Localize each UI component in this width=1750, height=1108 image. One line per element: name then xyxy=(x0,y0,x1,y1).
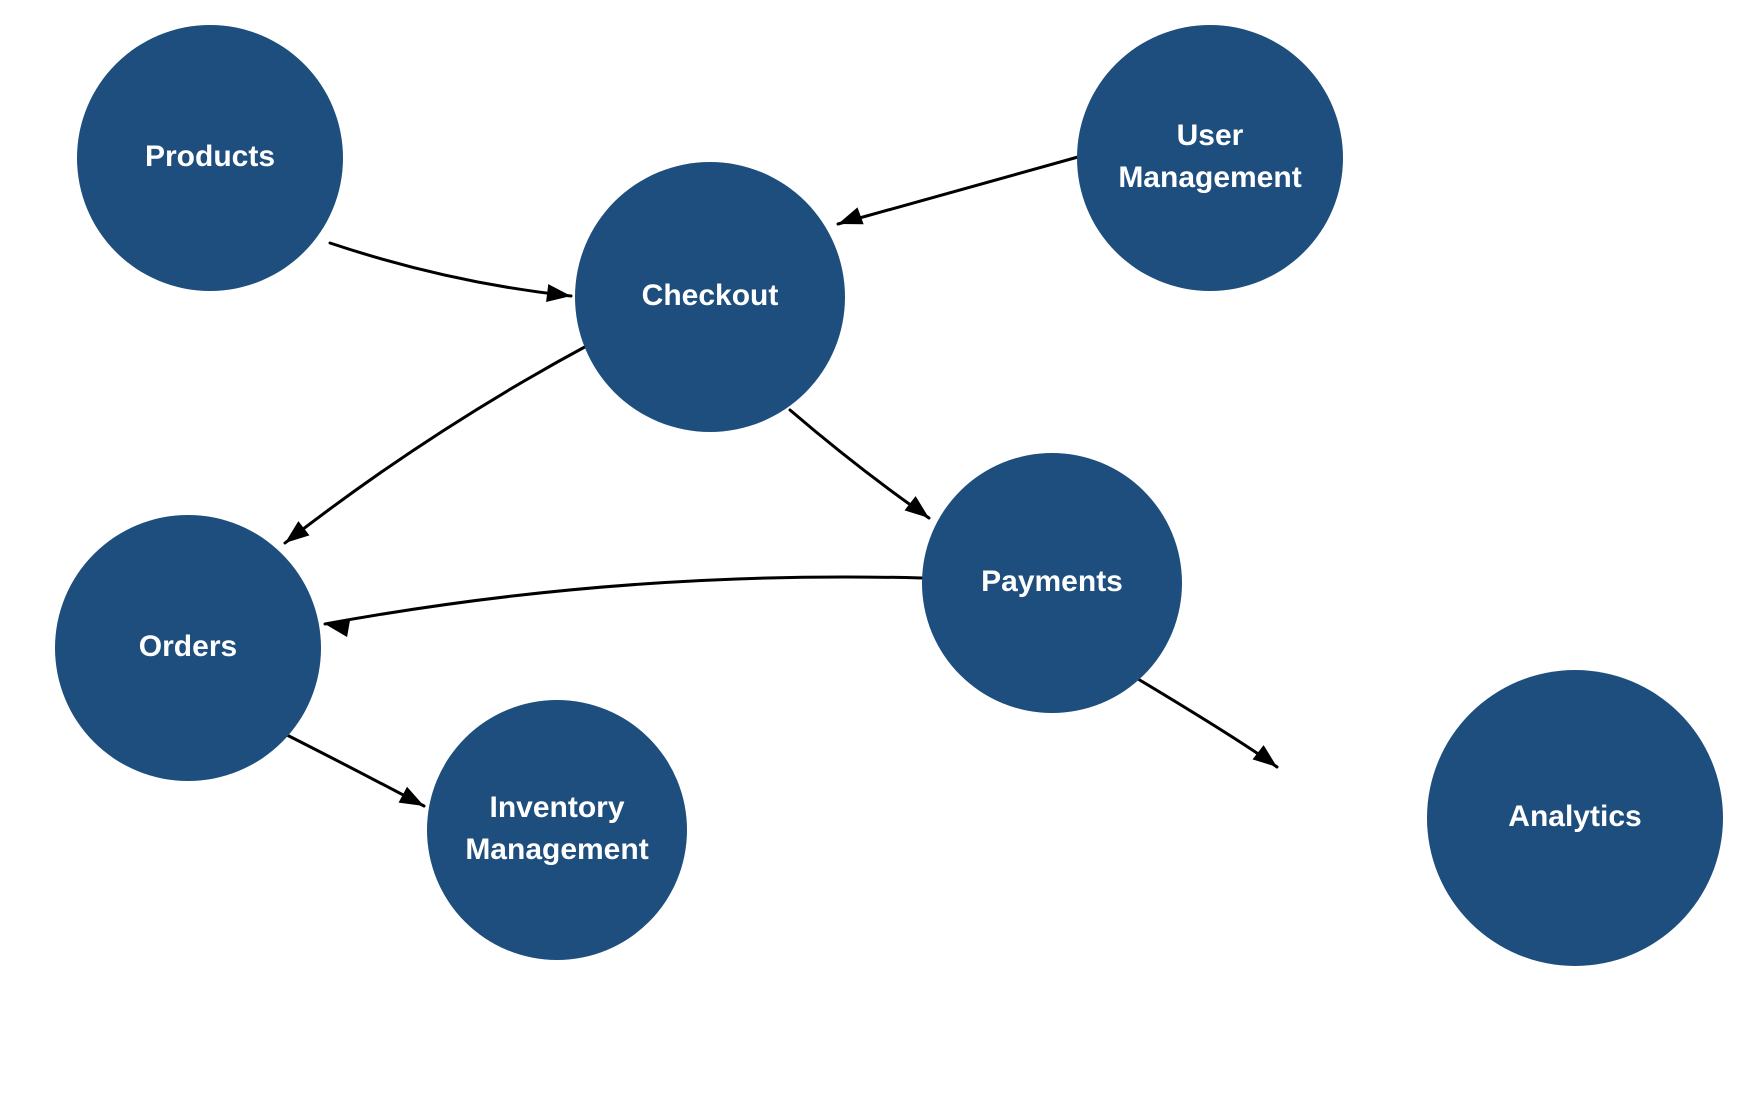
node-payments[interactable]: Payments xyxy=(922,453,1182,713)
node-circle-inventory[interactable] xyxy=(427,700,687,960)
arrow-orders-in-checkout xyxy=(285,521,310,543)
node-circle-products[interactable] xyxy=(77,25,343,291)
arrow-payments-in-checkout xyxy=(904,496,929,518)
node-circle-orders[interactable] xyxy=(55,515,321,781)
arrow-analytics-in-payments xyxy=(1252,745,1277,767)
node-circle-payments[interactable] xyxy=(922,453,1182,713)
node-circle-analytics[interactable] xyxy=(1427,670,1723,966)
edge-payments-to-analytics xyxy=(1131,674,1279,769)
edge-products-to-checkout xyxy=(328,241,573,298)
node-checkout[interactable]: Checkout xyxy=(575,162,845,432)
node-products[interactable]: Products xyxy=(77,25,343,291)
node-analytics[interactable]: Analytics xyxy=(1427,670,1723,966)
edge-user_mgmt-to-checkout xyxy=(836,155,1080,226)
node-circle-user_mgmt[interactable] xyxy=(1077,25,1343,291)
arrow-orders-in-payments xyxy=(325,619,351,638)
edge-checkout-to-payments xyxy=(788,408,931,520)
arrow-checkout-in-products xyxy=(546,284,571,303)
arrow-inventory-in-orders xyxy=(398,786,424,806)
edge-payments-to-orders xyxy=(323,575,924,626)
edges-layer xyxy=(281,155,1279,808)
node-circle-checkout[interactable] xyxy=(575,162,845,432)
node-orders[interactable]: Orders xyxy=(55,515,321,781)
arrow-heads-layer xyxy=(285,207,1277,806)
arrow-checkout-in-usermgmt xyxy=(838,207,864,225)
edge-checkout-to-orders xyxy=(283,341,594,545)
